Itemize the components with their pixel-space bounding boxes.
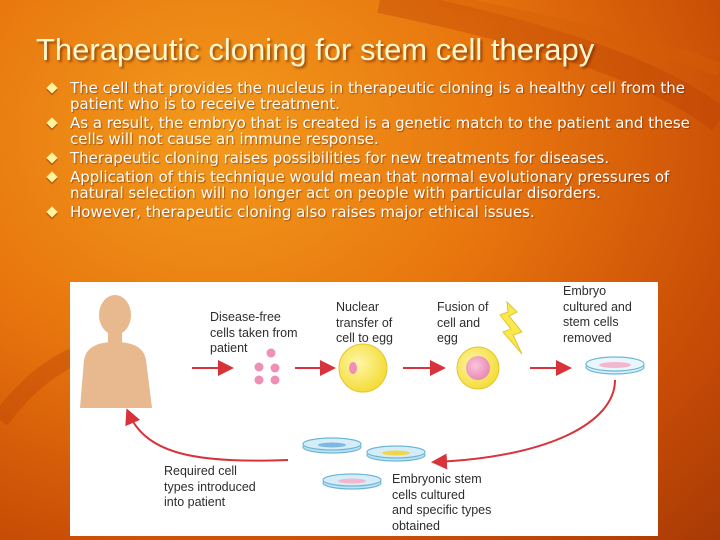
bullet-text: However, therapeutic cloning also raises… xyxy=(70,203,535,221)
step-label-cells: Disease-free cells taken from patient xyxy=(210,310,298,355)
culture-dish xyxy=(366,445,426,462)
bullet-icon xyxy=(46,171,58,183)
step-label-fusion: Fusion of cell and egg xyxy=(437,300,489,345)
patient-cells xyxy=(254,348,280,385)
slide-title: Therapeutic cloning for stem cell therap… xyxy=(36,32,595,67)
bullet-item: The cell that provides the nucleus in th… xyxy=(46,79,698,113)
egg-cell xyxy=(338,343,388,393)
bullet-item: Therapeutic cloning raises possibilities… xyxy=(46,149,698,167)
cloning-diagram: Disease-free cells taken from patient Nu… xyxy=(70,282,658,536)
bullet-item: As a result, the embryo that is created … xyxy=(46,114,698,148)
bullet-icon xyxy=(46,82,58,94)
step-label-embryo: Embryo cultured and stem cells removed xyxy=(563,284,632,345)
lightning-icon xyxy=(499,300,523,355)
bullet-icon xyxy=(46,206,58,218)
step-label-introduce: Required cell types introduced into pati… xyxy=(164,464,256,509)
bullet-item: However, therapeutic cloning also raises… xyxy=(46,203,698,221)
bullet-item: Application of this technique would mean… xyxy=(46,168,698,202)
process-arrows xyxy=(125,360,616,470)
bullet-icon xyxy=(46,152,58,164)
diagram-graphics xyxy=(80,295,645,490)
step-label-stem-cells: Embryonic stem cells cultured and specif… xyxy=(392,472,492,533)
embryo-dish xyxy=(585,356,645,375)
bullet-text: Therapeutic cloning raises possibilities… xyxy=(70,149,610,167)
bullet-icon xyxy=(46,117,58,129)
bullet-text: Application of this technique would mean… xyxy=(70,168,670,202)
patient-figure xyxy=(80,295,152,408)
bullet-text: As a result, the embryo that is created … xyxy=(70,114,690,148)
culture-dish xyxy=(302,437,362,454)
fused-egg xyxy=(456,346,500,390)
bullet-text: The cell that provides the nucleus in th… xyxy=(70,79,686,113)
culture-dish xyxy=(322,473,382,490)
step-label-nuclear-transfer: Nuclear transfer of cell to egg xyxy=(336,300,393,345)
bullet-list: The cell that provides the nucleus in th… xyxy=(46,79,698,223)
